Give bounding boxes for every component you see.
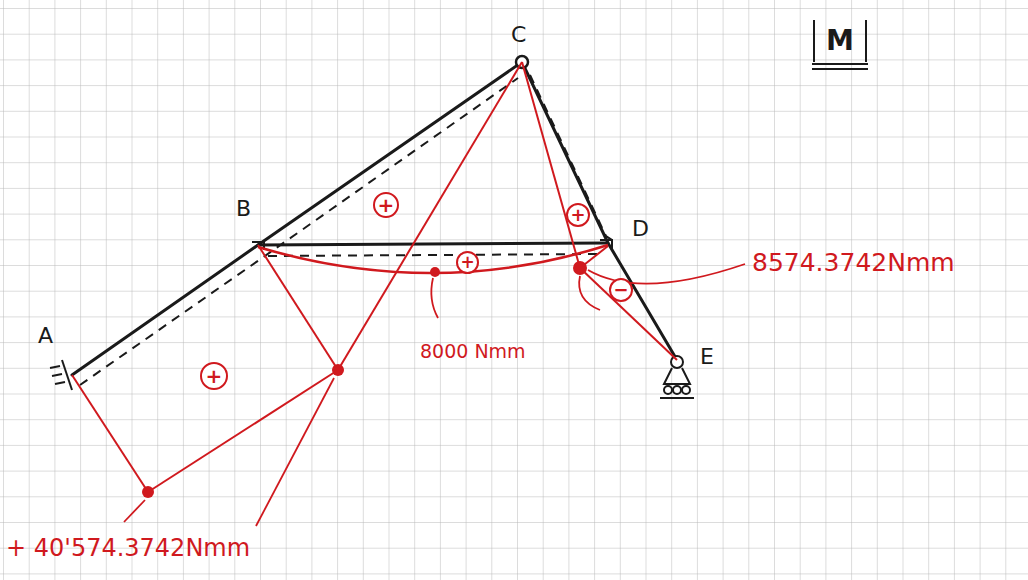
- sign-circle: +: [456, 251, 479, 274]
- sign-mark: −: [613, 281, 628, 299]
- point-label: C: [511, 24, 526, 46]
- sign-mark: +: [206, 366, 223, 386]
- roller-support: [660, 356, 694, 398]
- leader-line: [124, 264, 745, 526]
- point-label: A: [38, 325, 53, 347]
- point-label: E: [700, 346, 714, 368]
- fixed-support: [50, 360, 72, 390]
- moment-diagram: [72, 62, 677, 492]
- point-label: B: [236, 198, 251, 220]
- sign-circle: −: [609, 278, 633, 302]
- sign-circle: +: [566, 203, 590, 227]
- sign-mark: +: [378, 195, 395, 215]
- point-label: D: [632, 218, 649, 240]
- dashed-fibre: [80, 75, 612, 385]
- sign-circle: +: [373, 192, 399, 218]
- sign-mark: +: [570, 206, 585, 224]
- moment-value: 8574.3742Nmm: [752, 250, 955, 275]
- sign-circle: +: [200, 362, 228, 390]
- sign-mark: +: [460, 254, 474, 271]
- diagram-title: M: [826, 27, 854, 55]
- box-underline: [812, 64, 868, 69]
- diagram-title-box: M: [813, 20, 867, 62]
- moment-value: 8000 Nmm: [420, 342, 526, 361]
- value-dot: [142, 261, 587, 498]
- moment-value: + 40'574.3742Nmm: [6, 536, 250, 560]
